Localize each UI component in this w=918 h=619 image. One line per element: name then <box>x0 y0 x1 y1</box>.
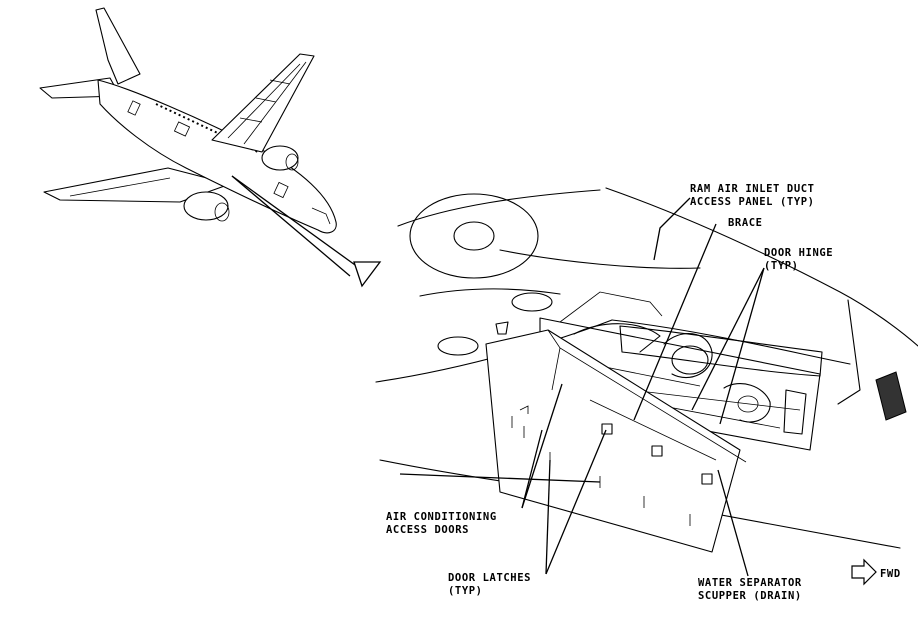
ram-air-callout-line1: RAM AIR INLET DUCT <box>690 183 815 195</box>
door-latches-callout-line2: (TYP) <box>448 585 483 597</box>
aircraft-overview <box>39 7 382 288</box>
forward-arrow-icon <box>851 558 877 586</box>
brace-callout: BRACE <box>728 217 763 229</box>
fwd-label: FWD <box>880 568 901 580</box>
water-separator-callout-line2: SCUPPER (DRAIN) <box>698 590 802 602</box>
door-latches-callout-line1: DOOR LATCHES <box>448 572 531 584</box>
door-hinge-callout-line1: DOOR HINGE <box>764 247 833 259</box>
ac-doors-callout-line2: ACCESS DOORS <box>386 524 469 536</box>
ram-air-callout-line2: ACCESS PANEL (TYP) <box>690 196 815 208</box>
detail-view: RAM AIR INLET DUCT ACCESS PANEL (TYP) BR… <box>375 183 918 602</box>
door-hinge-callout-line2: (TYP) <box>764 260 799 272</box>
water-separator-callout-line1: WATER SEPARATOR <box>698 577 802 589</box>
ac-doors-callout-line1: AIR CONDITIONING <box>386 511 497 523</box>
access-door-panel <box>485 329 747 553</box>
cabin-windows <box>155 103 259 153</box>
